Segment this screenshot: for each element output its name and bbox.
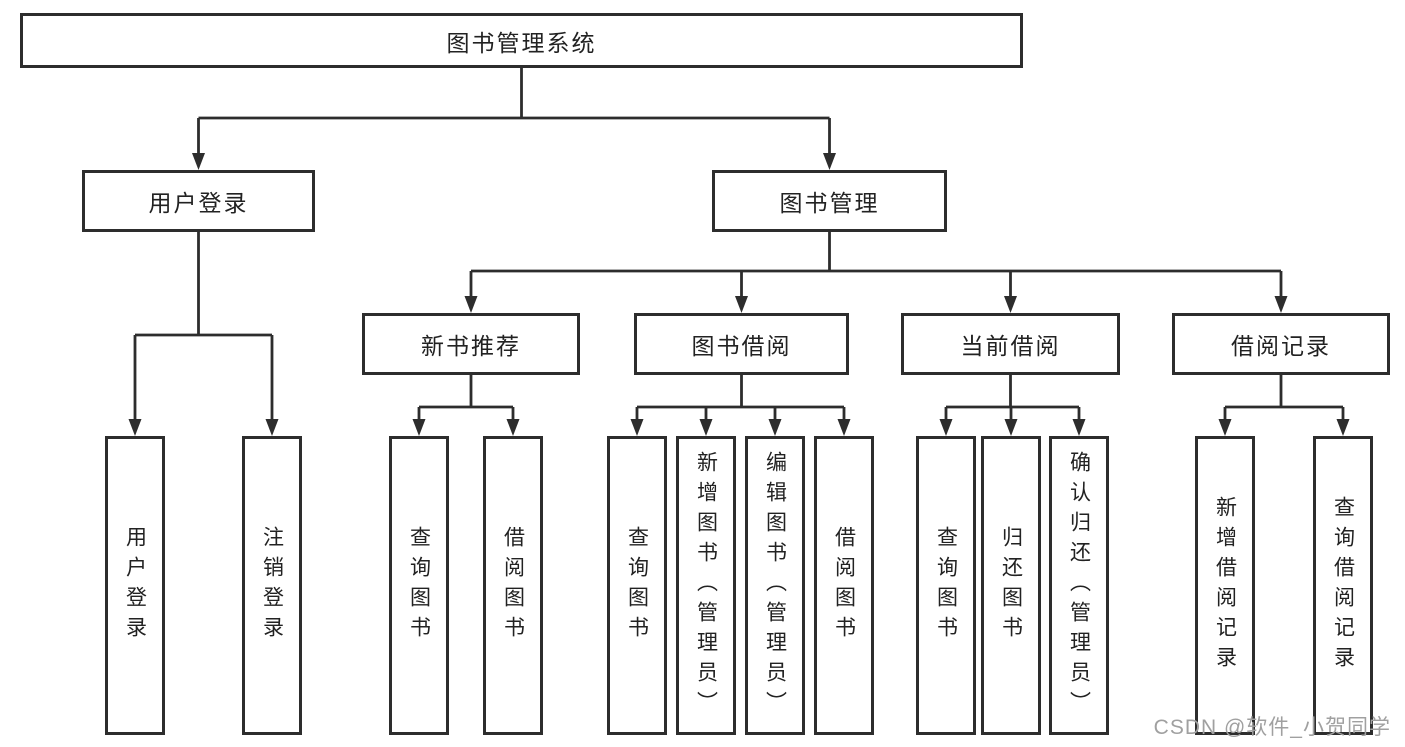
node-leaf-return-books: 归还图书 xyxy=(981,436,1041,735)
arrowhead xyxy=(464,296,478,313)
node-leaf-query-books-3: 查询图书 xyxy=(916,436,976,735)
connector-book-borrow xyxy=(635,375,846,419)
arrowhead xyxy=(506,419,520,436)
node-label: 新增图书（管理员） xyxy=(694,450,718,721)
arrowhead xyxy=(192,153,205,170)
arrowhead xyxy=(1336,419,1350,436)
node-label: 确认归还（管理员） xyxy=(1067,450,1091,721)
arrowhead xyxy=(837,419,851,436)
node-label: 借阅记录 xyxy=(1231,333,1331,359)
node-leaf-borrow-books-1: 借阅图书 xyxy=(483,436,543,735)
arrowhead xyxy=(1274,296,1288,313)
connector-new-book xyxy=(417,375,515,419)
arrowhead xyxy=(699,419,713,436)
node-label: 当前借阅 xyxy=(960,333,1061,359)
csdn-watermark: CSDN @软件_小贺同学 xyxy=(1153,716,1391,739)
node-label: 新书推荐 xyxy=(421,333,521,359)
arrowhead xyxy=(1004,296,1017,313)
arrowhead xyxy=(630,419,644,436)
node-label: 查询图书 xyxy=(407,525,431,646)
node-leaf-user-login: 用户登录 xyxy=(105,436,165,735)
arrowhead xyxy=(128,419,142,436)
node-label: 归还图书 xyxy=(999,525,1023,646)
arrowhead xyxy=(735,296,748,313)
node-leaf-query-borrow-record: 查询借阅记录 xyxy=(1313,436,1373,735)
node-label: 查询借阅记录 xyxy=(1331,495,1355,676)
node-borrow-record: 借阅记录 xyxy=(1172,313,1390,375)
node-label: 用户登录 xyxy=(148,190,249,216)
connector-user-login xyxy=(133,232,274,419)
connector-current-borrow xyxy=(944,375,1081,419)
node-label: 图书管理系统 xyxy=(446,29,597,56)
node-book-borrow: 图书借阅 xyxy=(634,313,849,375)
arrowhead xyxy=(823,153,836,170)
connector-book-mgmt xyxy=(469,232,1283,296)
node-book-mgmt: 图书管理 xyxy=(712,170,947,232)
node-label: 图书借阅 xyxy=(691,333,792,359)
node-leaf-add-borrow-record: 新增借阅记录 xyxy=(1195,436,1255,735)
arrowhead xyxy=(939,419,953,436)
arrowhead xyxy=(1218,419,1232,436)
node-current-borrow: 当前借阅 xyxy=(901,313,1120,375)
node-label: 借阅图书 xyxy=(832,525,856,646)
node-label: 查询图书 xyxy=(934,525,958,646)
node-leaf-confirm-return-admin: 确认归还（管理员） xyxy=(1049,436,1109,735)
node-label: 用户登录 xyxy=(123,525,147,646)
node-new-book: 新书推荐 xyxy=(362,313,580,375)
node-label: 新增借阅记录 xyxy=(1213,495,1237,676)
node-leaf-query-books-2: 查询图书 xyxy=(607,436,667,735)
node-leaf-borrow-books-2: 借阅图书 xyxy=(814,436,874,735)
node-label: 借阅图书 xyxy=(501,525,525,646)
node-label: 查询图书 xyxy=(625,525,649,646)
arrowhead xyxy=(1004,419,1018,436)
arrowhead xyxy=(1072,419,1086,436)
node-root: 图书管理系统 xyxy=(20,13,1023,68)
node-leaf-query-books-1: 查询图书 xyxy=(389,436,449,735)
node-label: 编辑图书（管理员） xyxy=(763,450,787,721)
arrowhead xyxy=(768,419,782,436)
node-label: 注销登录 xyxy=(260,525,284,646)
node-leaf-edit-book-admin: 编辑图书（管理员） xyxy=(745,436,805,735)
node-user-login: 用户登录 xyxy=(82,170,315,232)
connector-root xyxy=(197,68,831,153)
arrowhead xyxy=(265,419,279,436)
node-leaf-add-book-admin: 新增图书（管理员） xyxy=(676,436,736,735)
node-leaf-logout: 注销登录 xyxy=(242,436,302,735)
node-label: 图书管理 xyxy=(779,190,880,216)
arrowhead xyxy=(412,419,426,436)
connector-borrow-record xyxy=(1223,375,1345,419)
